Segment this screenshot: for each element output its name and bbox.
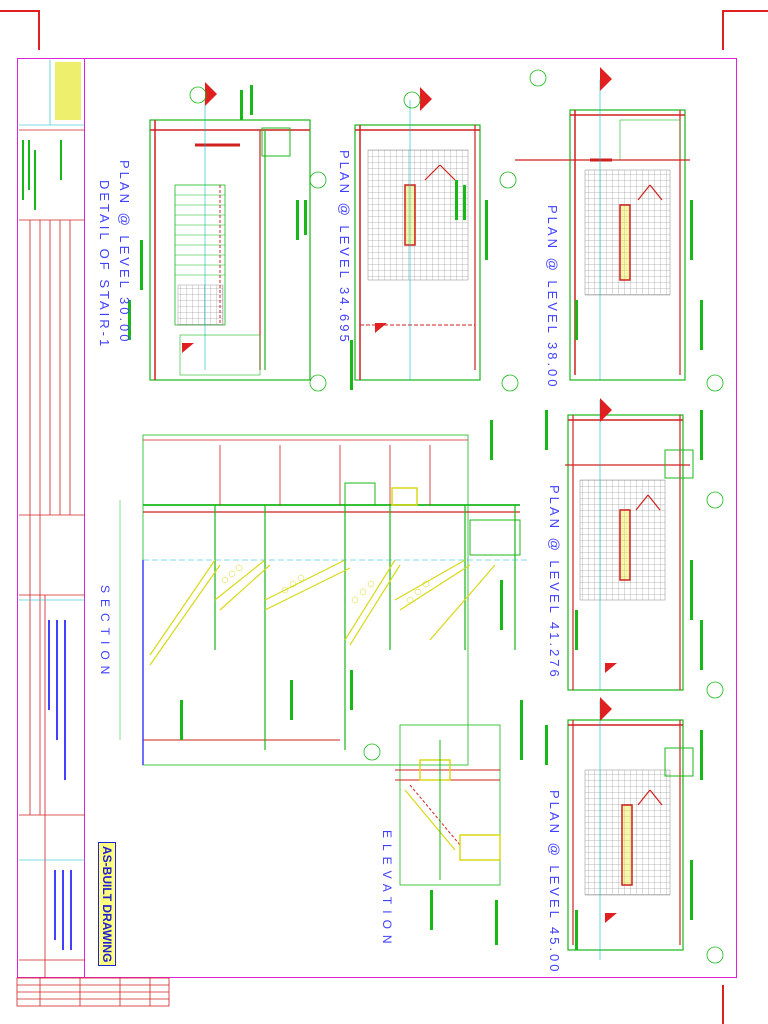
view-title-plan-45: PLAN @ LEVEL 45.00 [547,790,562,975]
crop-mark-top-right-v [722,10,724,50]
annotation-notes [128,85,703,950]
view-title-stair-detail: DETAIL OF STAIR-1 [97,180,112,350]
plan-level-34695 [354,100,481,381]
as-built-stamp: AS-BUILT DRAWING [98,842,116,967]
plan-level-45 [567,700,694,960]
section-markers [182,67,617,923]
grid-bubbles [189,69,724,964]
title-block-cyan-lines [19,60,85,861]
view-title-plan-30: PLAN @ LEVEL 30.00 [117,160,132,345]
revision-table [16,977,170,1007]
title-block-text [22,62,81,950]
crop-mark-bottom-right-v [722,985,724,1024]
title-block [17,58,85,978]
view-title-section: SECTION [98,585,112,681]
view-title-plan-41276: PLAN @ LEVEL 41.276 [547,485,562,680]
view-title-plan-38: PLAN @ LEVEL 38.00 [545,205,560,390]
view-title-elevation: ELEVATION [380,830,394,950]
crop-mark-top-right-h [722,10,768,12]
crop-mark-top-left-h [0,10,40,12]
drawing-sheet-frame [17,58,737,978]
stair-detail-plan [149,100,311,381]
section-view [119,434,530,766]
plan-level-41276 [565,400,694,691]
view-title-plan-34695: PLAN @ LEVEL 34.695 [337,150,352,345]
plan-level-38 [515,80,690,381]
title-block-grid [19,129,85,978]
crop-mark-top-left-v [38,10,40,50]
elevation-view [395,724,501,886]
